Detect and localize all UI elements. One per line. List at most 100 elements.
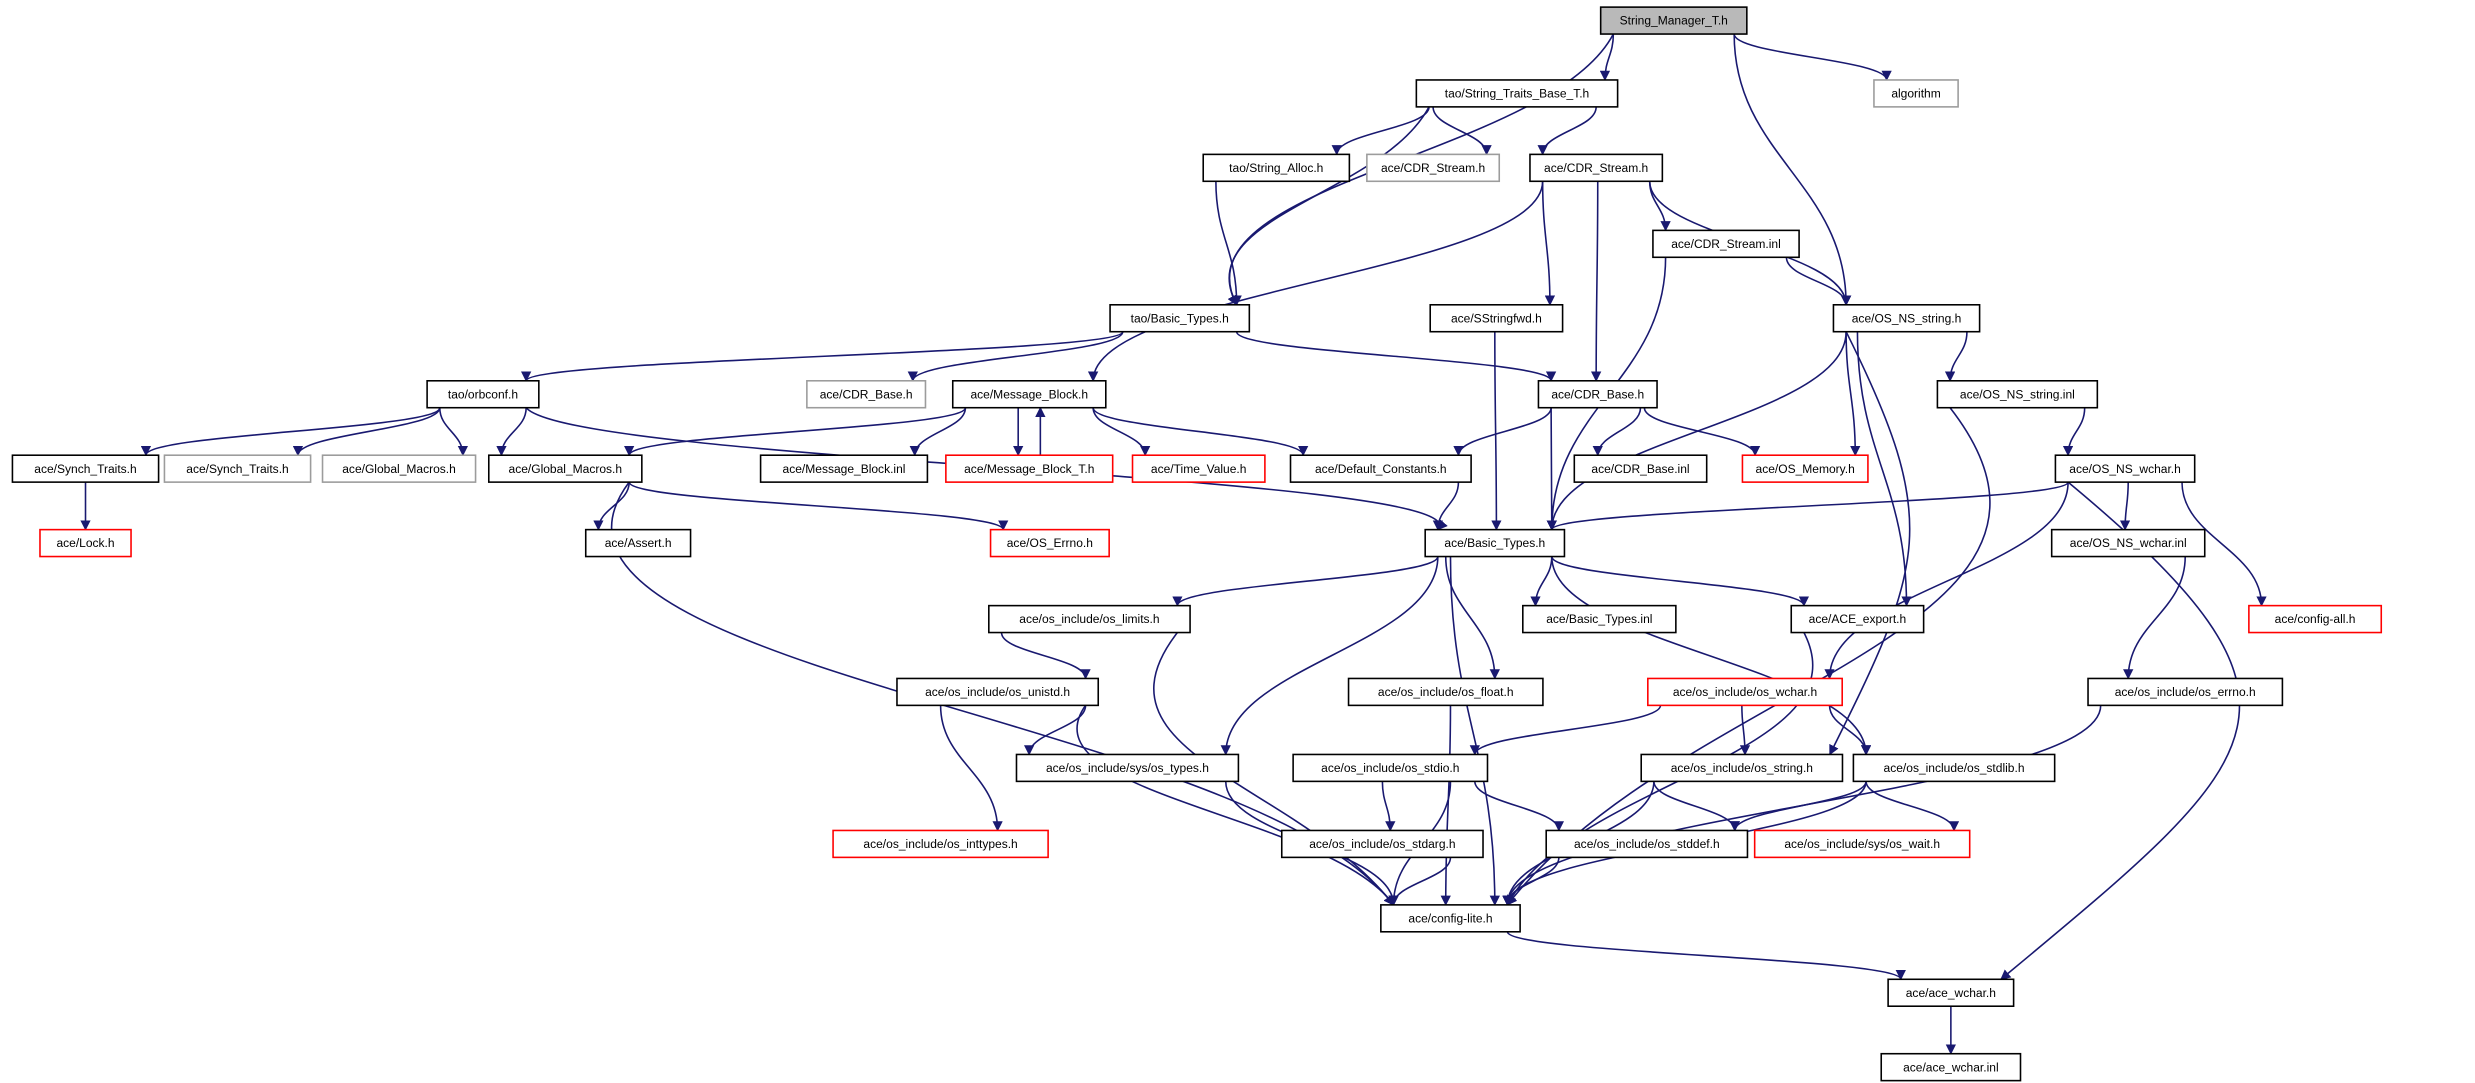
node-label-string_traits_base: tao/String_Traits_Base_T.h	[1445, 87, 1590, 101]
edge-os_ns_string_inl-os_ns_wchar	[2062, 407, 2086, 457]
node-synch_traits[interactable]: ace/Synch_Traits.h	[11, 454, 160, 483]
node-os_memory[interactable]: ace/OS_Memory.h	[1741, 454, 1869, 483]
node-label-ace_export: ace/ACE_export.h	[1809, 612, 1907, 626]
node-box-os_ns_wchar_inl	[2050, 528, 2206, 558]
node-orbconf[interactable]: tao/orbconf.h	[426, 380, 540, 409]
edge-os_wchar-os_string	[1739, 705, 1751, 756]
edge-orbconf-synch_traits	[140, 407, 441, 457]
node-box-os_string	[1640, 753, 1844, 783]
node-basic_types[interactable]: ace/Basic_Types.h	[1424, 528, 1566, 558]
node-os_stdlib[interactable]: ace/os_include/os_stdlib.h	[1852, 753, 2056, 783]
node-basic_types_inl[interactable]: ace/Basic_Types.inl	[1522, 604, 1677, 634]
node-box-os_errno_inc	[2087, 677, 2284, 707]
node-box-ace_wchar_inl	[1880, 1052, 2022, 1082]
node-global_macros[interactable]: ace/Global_Macros.h	[487, 454, 643, 483]
node-os_unistd[interactable]: ace/os_include/os_unistd.h	[896, 677, 1100, 707]
edge-string_traits_base-cdr_stream_plain	[1432, 106, 1492, 156]
node-tao_basic_types[interactable]: tao/Basic_Types.h	[1109, 304, 1251, 333]
node-message_block_inl[interactable]: ace/Message_Block.inl	[759, 454, 929, 483]
node-os_ns_string_inl[interactable]: ace/OS_NS_string.inl	[1936, 380, 2099, 409]
node-global_macros_plain: ace/Global_Macros.h	[321, 454, 477, 483]
node-label-os_wchar: ace/os_include/os_wchar.h	[1673, 685, 1817, 699]
node-box-string_alloc	[1202, 153, 1351, 183]
node-sys_wait[interactable]: ace/os_include/sys/os_wait.h	[1753, 829, 1971, 859]
node-cdr_stream[interactable]: ace/CDR_Stream.h	[1529, 153, 1664, 183]
node-box-default_constants	[1289, 454, 1472, 483]
node-box-cdr_base_plain	[806, 380, 927, 409]
node-os_ns_string[interactable]: ace/OS_NS_string.h	[1832, 304, 1981, 333]
edge-cdr_stream-cdr_base	[1591, 181, 1602, 382]
node-box-message_block_inl	[759, 454, 929, 483]
node-box-os_ns_wchar	[2054, 454, 2196, 483]
edge-orbconf-synch_traits_plain	[292, 407, 441, 457]
node-box-sys_wait	[1753, 829, 1971, 859]
node-cdr_base_inl[interactable]: ace/CDR_Base.inl	[1573, 454, 1708, 483]
node-ace_wchar_inl[interactable]: ace/ace_wchar.inl	[1880, 1052, 2022, 1082]
edge-os_ns_string-os_string	[1829, 331, 1911, 756]
edge-cdr_stream-message_block	[1088, 181, 1544, 382]
node-os_float[interactable]: ace/os_include/os_float.h	[1347, 677, 1544, 707]
node-label-sys_types: ace/os_include/sys/os_types.h	[1046, 761, 1209, 775]
node-cdr_base[interactable]: ace/CDR_Base.h	[1537, 380, 1658, 409]
node-string_alloc[interactable]: tao/String_Alloc.h	[1202, 153, 1351, 183]
node-string_traits_base[interactable]: tao/String_Traits_Base_T.h	[1415, 79, 1619, 108]
node-box-basic_types_inl	[1522, 604, 1677, 634]
node-box-os_unistd	[896, 677, 1100, 707]
node-os_ns_wchar[interactable]: ace/OS_NS_wchar.h	[2054, 454, 2196, 483]
node-box-os_stdarg	[1280, 829, 1484, 859]
node-label-os_stdio: ace/os_include/os_stdio.h	[1321, 761, 1459, 775]
node-lock[interactable]: ace/Lock.h	[39, 528, 132, 558]
node-algorithm: algorithm	[1873, 79, 1959, 108]
node-message_block_t[interactable]: ace/Message_Block_T.h	[945, 454, 1114, 483]
node-default_constants[interactable]: ace/Default_Constants.h	[1289, 454, 1472, 483]
node-os_stdarg[interactable]: ace/os_include/os_stdarg.h	[1280, 829, 1484, 859]
node-box-message_block_t	[945, 454, 1114, 483]
node-box-string_manager	[1599, 6, 1748, 35]
node-box-os_float	[1347, 677, 1544, 707]
node-ace_wchar[interactable]: ace/ace_wchar.h	[1887, 978, 2015, 1007]
node-label-tao_basic_types: tao/Basic_Types.h	[1131, 311, 1229, 325]
node-os_wchar[interactable]: ace/os_include/os_wchar.h	[1647, 677, 1843, 707]
node-os_string[interactable]: ace/os_include/os_string.h	[1640, 753, 1844, 783]
edge-message_block-global_macros	[624, 406, 967, 457]
node-box-ace_wchar	[1887, 978, 2015, 1007]
node-sys_types[interactable]: ace/os_include/sys/os_types.h	[1015, 753, 1240, 783]
node-os_errno_ace[interactable]: ace/OS_Errno.h	[989, 528, 1110, 558]
node-box-os_stdio	[1292, 753, 1489, 783]
edge-os_wchar-os_stdio	[1469, 705, 1662, 756]
node-label-ace_wchar: ace/ace_wchar.h	[1906, 986, 1996, 1000]
node-cdr_stream_plain: ace/CDR_Stream.h	[1366, 153, 1501, 183]
edge-os_ns_wchar-basic_types	[1546, 481, 2069, 531]
node-os_errno_inc[interactable]: ace/os_include/os_errno.h	[2087, 677, 2284, 707]
node-os_ns_wchar_inl[interactable]: ace/OS_NS_wchar.inl	[2050, 528, 2206, 558]
node-label-lock: ace/Lock.h	[56, 536, 114, 550]
node-label-os_stdarg: ace/os_include/os_stdarg.h	[1309, 837, 1455, 851]
node-label-os_memory: ace/OS_Memory.h	[1756, 462, 1855, 476]
node-box-config_all	[2248, 604, 2383, 634]
node-os_stdio[interactable]: ace/os_include/os_stdio.h	[1292, 753, 1489, 783]
node-box-cdr_stream_inl	[1652, 229, 1800, 259]
node-label-time_value: ace/Time_Value.h	[1151, 462, 1247, 476]
edge-os_ns_wchar_inl-os_errno_inc	[2123, 556, 2187, 680]
node-config_lite[interactable]: ace/config-lite.h	[1380, 904, 1521, 933]
node-string_manager: String_Manager_T.h	[1599, 6, 1748, 35]
node-time_value[interactable]: ace/Time_Value.h	[1131, 454, 1266, 483]
node-message_block[interactable]: ace/Message_Block.h	[951, 380, 1107, 409]
node-os_limits[interactable]: ace/os_include/os_limits.h	[988, 604, 1191, 634]
node-ace_export[interactable]: ace/ACE_export.h	[1790, 604, 1925, 634]
node-cdr_stream_inl[interactable]: ace/CDR_Stream.inl	[1652, 229, 1800, 259]
node-label-cdr_stream: ace/CDR_Stream.h	[1544, 161, 1648, 175]
edge-os_ns_string-os_ns_string_inl	[1944, 331, 1968, 382]
node-os_inttypes[interactable]: ace/os_include/os_inttypes.h	[832, 829, 1049, 859]
node-box-os_ns_string	[1832, 304, 1981, 333]
edge-basic_types-os_limits	[1172, 556, 1439, 607]
node-sstringfwd[interactable]: ace/SStringfwd.h	[1429, 304, 1564, 333]
node-config_all[interactable]: ace/config-all.h	[2248, 604, 2383, 634]
node-box-synch_traits_plain	[163, 454, 312, 483]
node-box-os_stdlib	[1852, 753, 2056, 783]
edge-cdr_base-basic_types	[1546, 407, 1557, 531]
node-assert[interactable]: ace/Assert.h	[584, 528, 692, 558]
node-os_stddef[interactable]: ace/os_include/os_stddef.h	[1545, 829, 1749, 859]
